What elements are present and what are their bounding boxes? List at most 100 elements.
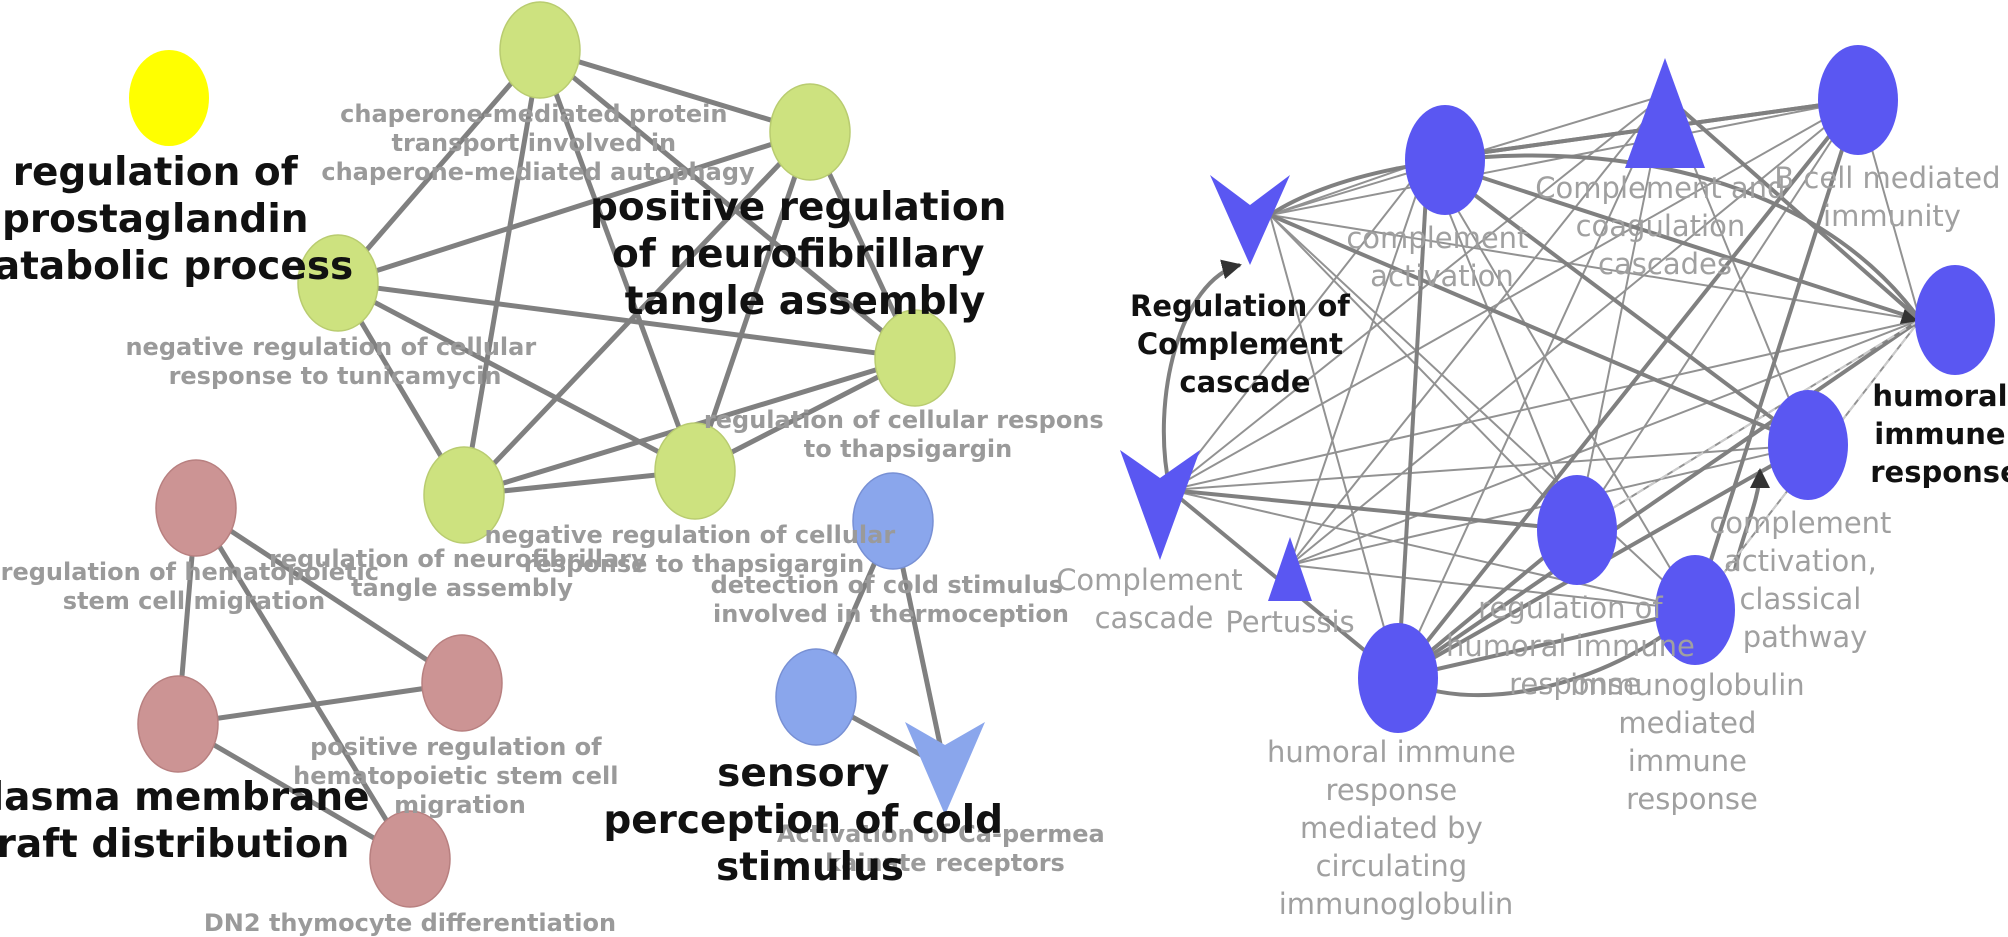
edge [1169,444,1809,491]
edge [1576,99,1859,531]
edge [1427,158,1922,324]
cluster-title: plasma membrane raft distribution [0,775,383,867]
title-line: regulation of [13,150,299,195]
edge [539,47,811,135]
label-line: classical [1739,582,1861,616]
rose-node[interactable] [369,810,451,908]
node-label: Complement cascade [1056,563,1252,635]
label-line: complement [1346,221,1528,255]
edge [1396,608,1696,684]
cluster-title: positive regulation of neurofibrillary t… [590,185,1020,324]
node-label: humoral immune response mediated by circ… [1267,735,1525,921]
cluster-title: Regulation of Complement cascade [1130,289,1360,399]
title-line: tangle assembly [625,279,986,324]
green-node[interactable] [769,83,851,181]
edge [1268,153,1922,322]
edge [1396,318,1922,680]
edge [1396,159,1430,679]
label-line: mediated by [1300,811,1483,845]
label-line: activation, [1724,544,1877,578]
blue-triangle-node[interactable] [1625,58,1705,168]
blue-triangle-node[interactable] [1268,537,1312,601]
label-line: transport involved in [391,129,676,157]
edge [1427,159,1578,531]
title-line: positive regulation [590,185,1006,230]
label-line: mediated [1618,706,1756,740]
green-node[interactable] [423,446,505,544]
edge [1397,94,1666,679]
label-line: regulation of [1478,591,1663,625]
title-line: plasma membrane [0,775,370,820]
blue-node[interactable] [1915,265,1995,375]
title-line: cascade [1179,365,1310,399]
rose-node[interactable] [421,634,503,732]
edge [538,48,917,360]
edge [177,680,463,727]
blue-vee-node[interactable] [1120,450,1200,560]
rose-node[interactable] [137,675,219,773]
node-label: chaperone-mediated protein transport inv… [321,100,755,186]
green-node[interactable] [297,234,379,332]
node-label: regulation of humoral immune response [1446,591,1704,701]
light-blue-node[interactable] [775,648,857,746]
light-blue-node[interactable] [852,472,934,570]
edge [1269,214,1921,321]
label-line: regulation of cellular respons [704,406,1104,434]
green-node[interactable] [499,1,581,99]
label-line: immunity [1823,199,1961,233]
blue-node[interactable] [1818,45,1898,155]
node-label: Activation of Ca-permea kainate receptor… [777,820,1113,877]
label-line: immunoglobulin [1279,887,1514,921]
label-line: detection of cold stimulus [711,571,1064,599]
blue-node[interactable] [1537,475,1617,585]
green-node[interactable] [874,309,956,407]
title-line: Regulation of [1130,289,1350,323]
node-label: immunoglobulin mediated immune response [1570,668,1814,816]
yellow-node[interactable] [129,50,209,146]
edge [1269,214,1578,531]
blue-node[interactable] [1768,390,1848,500]
rose-node[interactable] [155,459,237,557]
right-network-panel: complement activation Complement and coa… [1056,45,2008,921]
edge [1289,99,1859,566]
label-line: B cell mediated [1774,161,2000,195]
edge [336,280,697,474]
label-line: hematopoietic stem cell [293,762,618,790]
edge [337,280,916,361]
edge [1289,94,1666,566]
edge [1693,99,1860,611]
green-node[interactable] [654,422,736,520]
node-label: Pertussis [1225,605,1354,639]
edge [337,129,811,286]
label-line: pathway [1743,620,1868,654]
label-line: humoral immune [1446,629,1695,663]
blue-node[interactable] [1655,555,1735,665]
node-label: regulation of neurofibrillary tangle ass… [269,545,655,602]
label-line: immunoglobulin [1570,668,1805,702]
edge [193,506,413,861]
label-line: to thapsigargin [804,435,1012,463]
edge [692,131,813,472]
edge [1289,564,1696,611]
label-line: activation [1370,259,1514,293]
blue-node[interactable] [1358,623,1438,733]
edge [1663,93,1922,322]
light-blue-vee-node[interactable] [905,722,985,815]
label-line: cascade [1095,601,1214,635]
label-line: Complement [1056,563,1242,597]
title-line: prostaglandin [2,197,309,242]
node-label: regulation of hematopoietic stem cell mi… [1,558,388,615]
label-line: negative regulation of cellular [125,333,536,361]
label-line: migration [394,791,526,819]
label-line: positive regulation of [310,733,602,761]
title-line: perception of cold [603,798,1003,843]
node-label: regulation of cellular respons to thapsi… [704,406,1112,463]
cluster-title: regulation of prostaglandin catabolic pr… [0,150,353,289]
label-line: response to thapsigargin [524,550,865,578]
blue-vee-node[interactable] [1210,175,1290,265]
edge [1289,319,1921,566]
node-label: detection of cold stimulus involved in t… [711,571,1072,628]
edge [1576,319,1921,531]
blue-node[interactable] [1405,105,1485,215]
